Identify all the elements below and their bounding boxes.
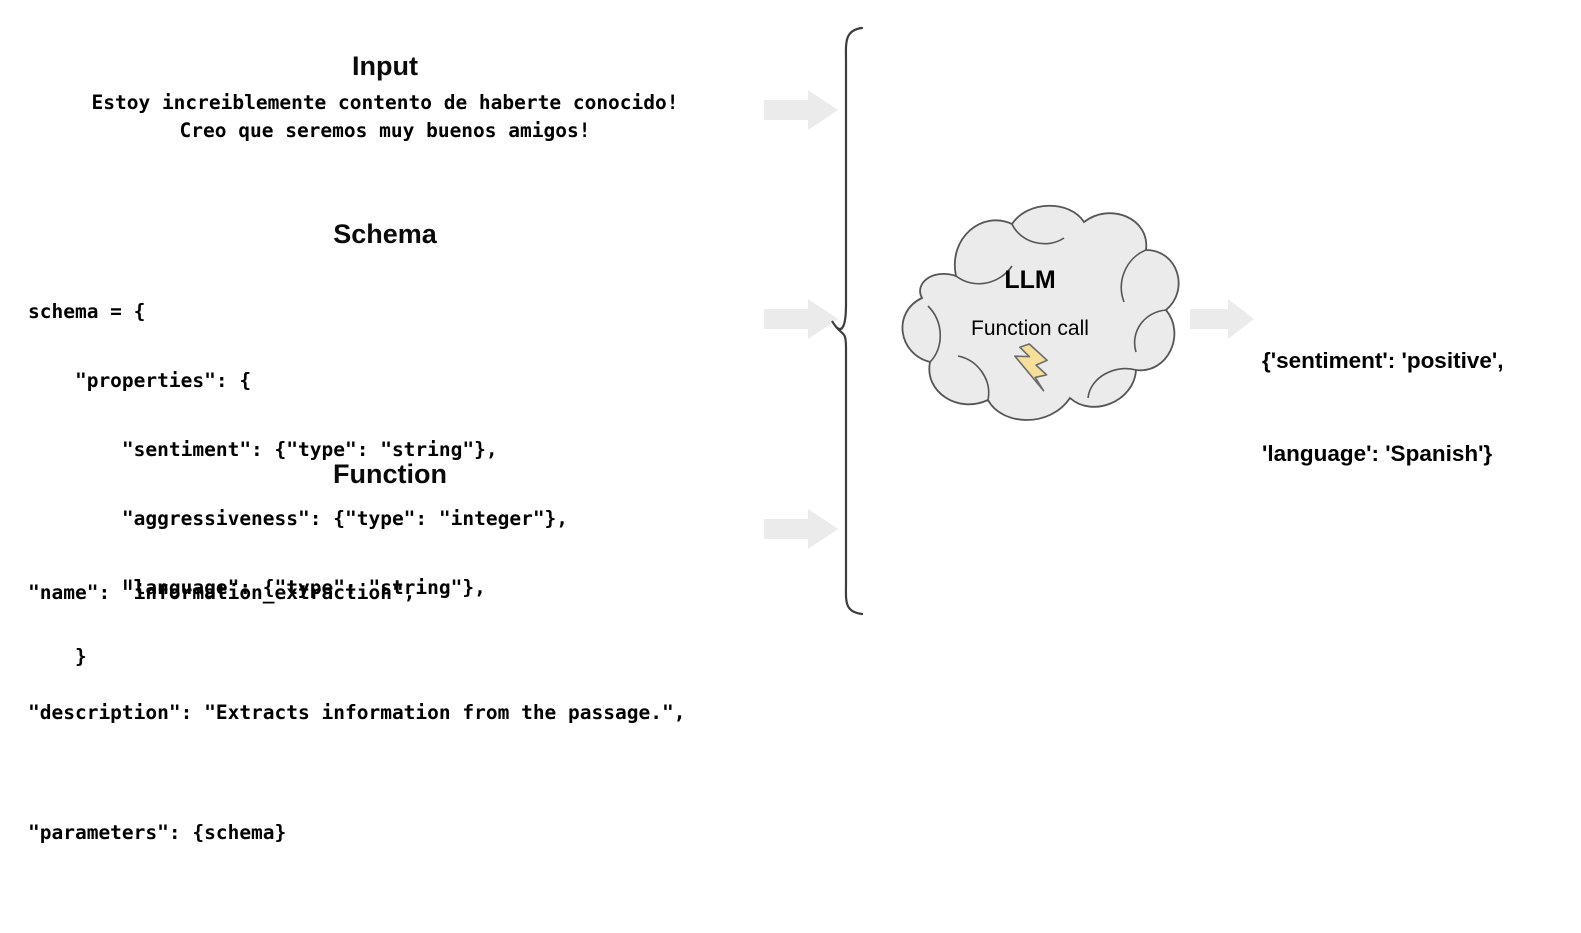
schema-code-line: "language": {"type": "string"}, [28,576,486,599]
schema-to-llm-arrow [764,299,838,339]
lightning-bolt-icon [1014,343,1048,392]
grouping-brace [831,26,864,616]
schema-heading: Schema [333,219,437,249]
input-text-line-1: Estoy increiblemente contento de haberte… [91,91,679,114]
llm-cloud [901,204,1180,421]
output-text-line: 'language': 'Spanish'} [1262,441,1493,466]
schema-code-line: schema = { [28,300,146,323]
schema-code-block: schema = { "properties": { "sentiment": … [28,254,568,714]
function-heading: Function [333,459,447,489]
schema-code-line: "properties": { [28,369,252,392]
function-code-line: "description": "Extracts information fro… [28,701,686,724]
input-text-line-2: Creo que seremos muy buenos amigos! [179,119,591,142]
input-to-llm-arrow [764,90,838,130]
schema-code-line: "aggressiveness": {"type": "integer"}, [28,507,569,530]
function-code-line: "parameters": {schema} [28,821,287,844]
llm-title: LLM [1004,266,1056,294]
diagram-canvas: Input Estoy increiblemente contento de h… [28,26,1503,844]
schema-code-line: "sentiment": {"type": "string"}, [28,438,498,461]
function-to-llm-arrow [764,509,838,549]
output-text-line: {'sentiment': 'positive', [1262,348,1504,373]
llm-subtitle: Function call [971,317,1089,340]
input-heading: Input [352,51,418,81]
output-text: {'sentiment': 'positive', 'language': 'S… [1262,283,1503,531]
llm-to-output-arrow [1190,299,1254,339]
function-code-block: "name": "information_extraction", "descr… [28,493,685,933]
function-code-line: "name": "information_extraction", [28,581,416,604]
